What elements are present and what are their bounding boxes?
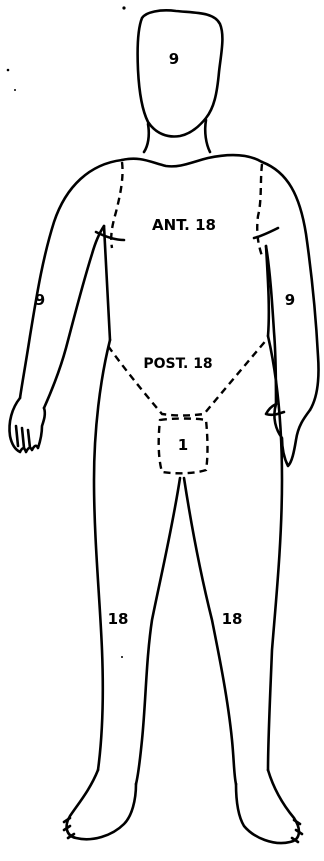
left-leg-percent-label: 18 (222, 610, 243, 628)
right-leg-inner-outline (184, 478, 236, 784)
neck-right-outline (205, 120, 210, 152)
left-leg-inner-outline (136, 478, 180, 784)
left-inner-arm-outline (44, 226, 104, 408)
neck-left-outline (144, 124, 149, 152)
right-foot-outline (236, 770, 299, 843)
perineum-percent-label: 1 (178, 436, 188, 454)
right-shoulder-junction-dashed (257, 164, 262, 256)
collar-outline (122, 155, 262, 166)
scan-speck (7, 69, 10, 72)
left-shoulder-tick (96, 232, 124, 240)
head-percent-label: 9 (169, 50, 179, 68)
scan-speck (121, 656, 123, 658)
left-foot-outline (67, 770, 136, 839)
anterior-trunk-percent-label: ANT. 18 (152, 216, 216, 234)
scan-speck (14, 89, 16, 91)
left-trunk-side-outline (104, 226, 110, 340)
left-arm-percent-label: 9 (285, 291, 295, 309)
posterior-trunk-percent-label: POST. 18 (143, 356, 212, 372)
pelvis-dashed-line (108, 338, 268, 416)
left-leg-outer-outline (94, 340, 110, 770)
left-shoulder-junction-dashed (111, 162, 122, 248)
head-outline (138, 10, 223, 136)
right-arm-percent-label: 9 (35, 291, 45, 309)
scan-speck (122, 6, 125, 9)
left-hand-fingers (16, 426, 30, 448)
right-leg-percent-label: 18 (108, 610, 129, 628)
left-hand-outline (9, 398, 44, 452)
